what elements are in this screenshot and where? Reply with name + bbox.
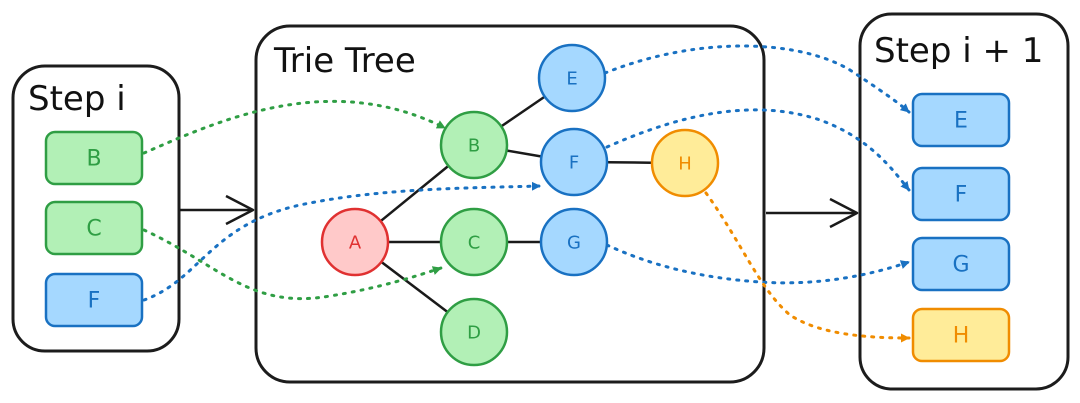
step-i-item-label: C — [86, 217, 101, 242]
mapping-arrow-trie-f-to-step_i_1-f — [605, 108, 911, 192]
trie-node: E — [537, 43, 607, 113]
step-i-plus-1-items: E F G H — [911, 92, 1011, 363]
step-i-plus-1-item: F — [911, 166, 1011, 222]
step-i-title: Step i — [28, 79, 126, 119]
mapping-arrows — [142, 44, 911, 343]
step-i-plus-1-title: Step i + 1 — [874, 31, 1043, 71]
step-i-item: B — [44, 130, 144, 186]
step-i-plus-1-item-box — [911, 166, 1011, 222]
trie-title: Trie Tree — [273, 41, 416, 81]
trie-nodes: A B C D E F G H — [320, 43, 720, 367]
step-i-plus-1-item: E — [911, 92, 1011, 148]
step-i-items: B C F — [44, 130, 144, 328]
mapping-arrow-trie-e-to-step_i_1-e — [603, 44, 911, 114]
trie-node-circle — [320, 207, 390, 277]
trie-node: F — [539, 127, 609, 197]
trie-node: H — [650, 128, 720, 198]
step-i-plus-1-item-box — [911, 307, 1011, 363]
step-i-item-label: F — [88, 289, 101, 314]
trie-node-circle — [439, 110, 509, 180]
step-i-item-box — [44, 200, 144, 256]
trie-node: A — [320, 207, 390, 277]
step-i-item-box — [44, 130, 144, 186]
trie-node: D — [439, 297, 509, 367]
step-i-plus-1-item-box — [911, 236, 1011, 292]
trie-edges — [379, 95, 653, 314]
trie-edge-b-f — [506, 149, 542, 158]
trie-edge-a-b — [379, 164, 450, 223]
trie-node-label: H — [678, 154, 692, 175]
trie-node-circle — [539, 127, 609, 197]
trie-node-label: A — [349, 233, 362, 254]
flow-arrow-out — [766, 197, 859, 229]
step-i-plus-1-item-label: H — [953, 324, 970, 349]
trie-panel-frame — [254, 24, 766, 384]
trie-node: G — [539, 207, 609, 277]
trie-node: C — [439, 207, 509, 277]
step-i-plus-1-item-box — [911, 92, 1011, 148]
trie-node-label: F — [569, 153, 579, 174]
trie-node-circle — [650, 128, 720, 198]
step-i-plus-1-item-label: F — [955, 183, 968, 208]
step-i-plus-1-item-label: E — [954, 109, 968, 134]
trie-node-circle — [439, 297, 509, 367]
step-i-plus-1-item: H — [911, 307, 1011, 363]
trie-node-label: E — [566, 69, 577, 90]
mapping-arrow-trie-g-to-step_i_1-g — [605, 243, 911, 285]
step-i-item: F — [44, 272, 144, 328]
trie-node-label: B — [468, 136, 480, 157]
trie-edge-a-d — [380, 260, 449, 314]
trie-node-label: C — [468, 233, 481, 254]
mapping-arrow-step_i-b-to-trie-b — [142, 99, 447, 155]
step-i-item-label: B — [86, 147, 101, 172]
trie-node-circle — [537, 43, 607, 113]
flow-arrow-in — [180, 194, 255, 226]
trie-node-label: G — [567, 233, 581, 254]
trie-node-label: D — [467, 323, 481, 344]
step-i-item-box — [44, 272, 144, 328]
step-i-item: C — [44, 200, 144, 256]
trie-node-circle — [539, 207, 609, 277]
trie-edge-b-e — [500, 95, 546, 128]
trie-node: B — [439, 110, 509, 180]
trie-node-circle — [439, 207, 509, 277]
trie-panel: Trie Tree — [254, 24, 766, 384]
step-i-plus-1-item-label: G — [952, 253, 969, 278]
step-i-plus-1-item: G — [911, 236, 1011, 292]
